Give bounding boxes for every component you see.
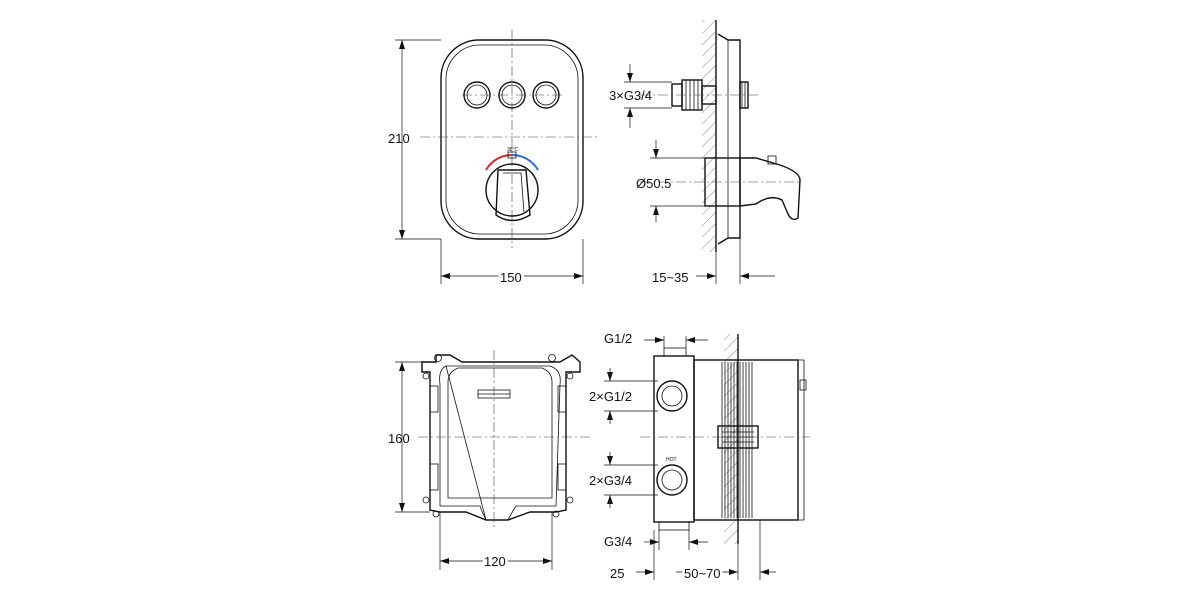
push-button-1 <box>463 81 491 109</box>
valve-body <box>653 347 807 531</box>
svg-text:G3/4: G3/4 <box>604 534 632 549</box>
top-port-dimension: G1/2 <box>604 331 708 348</box>
depth-dimension-15-35: 15~35 <box>652 238 775 285</box>
thermostat-handle <box>485 163 539 222</box>
hot-arc <box>485 153 513 171</box>
front-plate-view: 38°C 210 150 <box>388 30 600 288</box>
lower-port-dimension: 2×G3/4 <box>589 452 658 508</box>
box-inner-cavity <box>439 365 561 521</box>
svg-text:210: 210 <box>388 131 410 146</box>
cold-arc <box>511 153 539 171</box>
svg-text:2×G1/2: 2×G1/2 <box>589 389 632 404</box>
width-dimension-150: 150 <box>440 239 584 288</box>
side-box-view: HOT G1/2 2×G1/2 2×G3/4 <box>589 331 810 584</box>
upper-port-dimension: 2×G1/2 <box>589 368 658 424</box>
side-plate-view: 3×G3/4 Ø50.5 15~35 <box>609 20 801 285</box>
temperature-label: 38°C <box>507 147 519 153</box>
height-dimension-210: 210 <box>388 39 441 240</box>
svg-text:50~70: 50~70 <box>684 566 721 581</box>
upper-port <box>656 380 688 412</box>
hot-label: HOT <box>666 457 677 463</box>
svg-text:160: 160 <box>388 431 410 446</box>
svg-text:Ø50.5: Ø50.5 <box>636 176 671 191</box>
wall-hatch <box>702 20 716 252</box>
svg-text:2×G3/4: 2×G3/4 <box>589 473 632 488</box>
depth-dimension-50-70: 50~70 <box>676 520 776 584</box>
svg-text:25: 25 <box>610 566 624 581</box>
plate-profile <box>717 33 741 245</box>
lower-port <box>656 464 688 496</box>
inlet-dimension: 3×G3/4 <box>609 64 672 128</box>
width-dimension-120: 120 <box>439 512 553 572</box>
bottom-port-dimension: G3/4 <box>604 530 708 550</box>
box-outline <box>421 354 581 521</box>
push-button-3 <box>532 81 560 109</box>
box-inner-line <box>447 367 553 499</box>
height-dimension-160: 160 <box>388 361 430 513</box>
svg-text:G1/2: G1/2 <box>604 331 632 346</box>
thread-lines <box>721 362 753 518</box>
svg-text:120: 120 <box>484 554 506 569</box>
diameter-dimension: Ø50.5 <box>636 140 705 222</box>
svg-text:15~35: 15~35 <box>652 270 689 285</box>
svg-text:150: 150 <box>500 270 522 285</box>
front-box-view: 160 120 <box>388 350 590 572</box>
push-button-2 <box>498 81 526 109</box>
svg-text:3×G3/4: 3×G3/4 <box>609 88 652 103</box>
thermostat-body-profile <box>704 155 801 221</box>
offset-dimension-25: 25 <box>610 530 655 581</box>
